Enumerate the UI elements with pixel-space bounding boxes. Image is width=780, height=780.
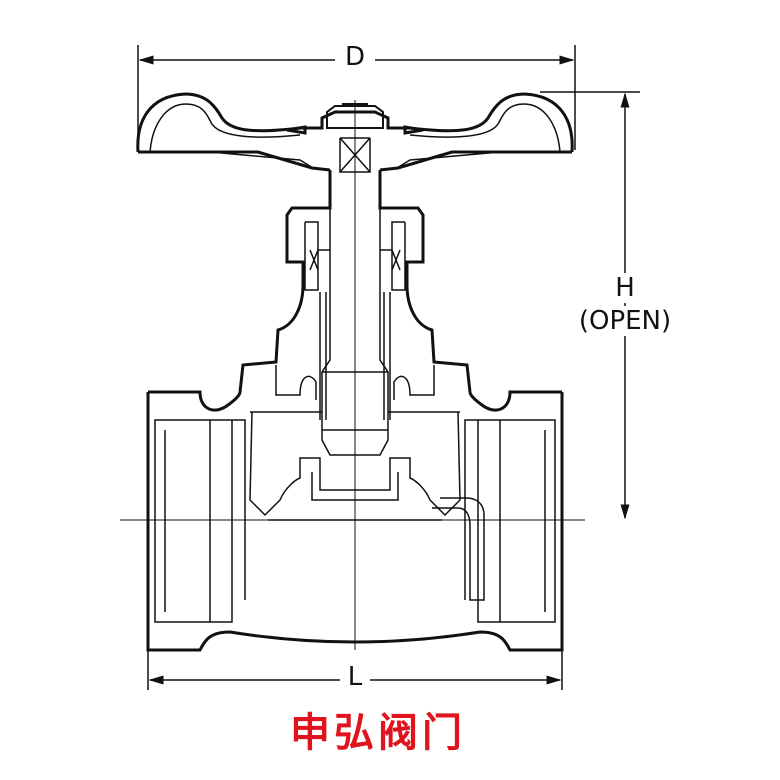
valve-left-half [136,92,357,652]
dimension-d-label: D [335,42,375,72]
dimension-l-label: L [340,662,370,692]
flow-channel [432,497,485,601]
dimension-h-label: H [605,273,645,303]
dimension-h-note: (OPEN) [555,306,695,336]
valve-right-half [353,92,574,652]
brand-text: 申弘阀门 [290,709,466,756]
